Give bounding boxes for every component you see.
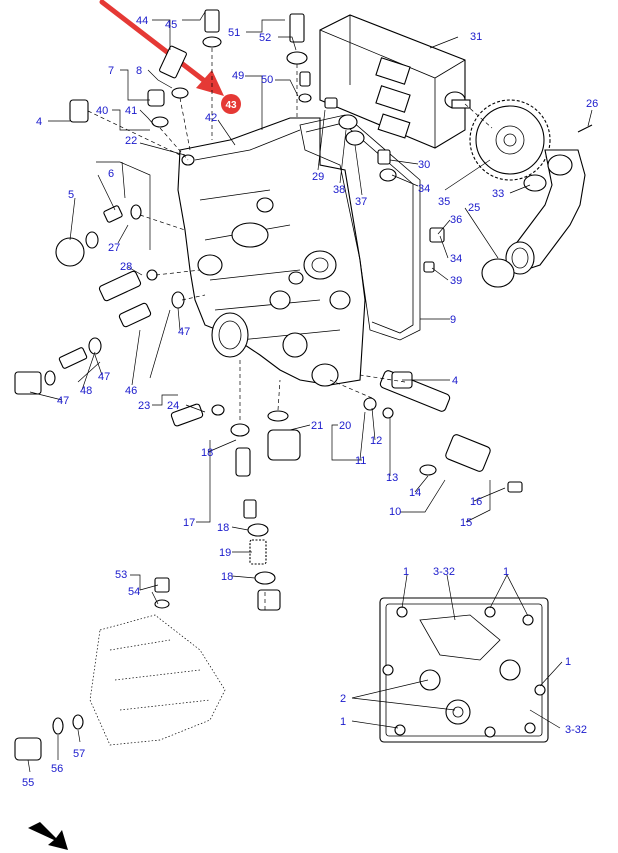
callout-label: 27 <box>108 242 120 254</box>
fittings-lower-center <box>230 410 301 611</box>
callout-label: 1 <box>403 566 409 578</box>
callout-brackets <box>96 161 151 250</box>
callout-label: 25 <box>468 202 480 214</box>
callout-label: 46 <box>125 385 137 397</box>
highlighted-part-marker: 43 <box>221 94 241 114</box>
callout-label: 2 <box>340 693 346 705</box>
callout-label: 30 <box>418 159 430 171</box>
callout-label: 1 <box>503 566 509 578</box>
callout-label: 53 <box>115 569 127 581</box>
callout-label: 9 <box>450 314 456 326</box>
callout-label: 39 <box>450 275 462 287</box>
callout-label: 48 <box>80 385 92 397</box>
callout-label: 24 <box>167 400 179 412</box>
callout-label: 20 <box>339 420 351 432</box>
callout-label: 4 <box>36 116 42 128</box>
callout-label: 26 <box>586 98 598 110</box>
callout-label: 40 <box>96 105 108 117</box>
callout-label: 33 <box>492 188 504 200</box>
callout-label: 18 <box>217 522 229 534</box>
callout-label: 1 <box>340 716 346 728</box>
callout-label: 19 <box>219 547 231 559</box>
callout-label: 38 <box>333 184 345 196</box>
valve-block <box>177 117 366 387</box>
callout-label: 45 <box>165 19 177 31</box>
callout-label: 5 <box>68 189 74 201</box>
gasket-plate <box>299 114 421 341</box>
callout-label: 3-32 <box>565 724 587 736</box>
leader-lines <box>27 11 593 773</box>
callout-label: 42 <box>205 112 217 124</box>
inset-plate-right <box>379 597 549 743</box>
callout-label: 12 <box>370 435 382 447</box>
red-pointer-arrow <box>99 0 224 96</box>
callout-label: 18 <box>201 447 213 459</box>
callout-label: 29 <box>312 171 324 183</box>
callout-label: 52 <box>259 32 271 44</box>
callout-label: 54 <box>128 586 140 598</box>
callout-label: 51 <box>228 27 240 39</box>
callout-label: 7 <box>108 65 114 77</box>
callout-label: 56 <box>51 763 63 775</box>
callout-label: 47 <box>178 326 190 338</box>
elbow-pipe <box>481 149 586 288</box>
assembly-lines <box>87 48 493 610</box>
callout-label: 6 <box>108 168 114 180</box>
callout-label: 10 <box>389 506 401 518</box>
callout-label: 57 <box>73 748 85 760</box>
callout-labels: 44 45 51 52 31 7 8 49 50 26 4 40 41 42 2… <box>22 15 598 789</box>
inset-sketch-left <box>14 577 226 761</box>
callout-label: 14 <box>409 487 421 499</box>
callout-label: 44 <box>136 15 148 27</box>
callout-label: 55 <box>22 777 34 789</box>
direction-arrow <box>28 822 68 850</box>
callout-label: 34 <box>418 183 430 195</box>
callout-label: 4 <box>452 375 458 387</box>
callout-label: 18 <box>221 571 233 583</box>
callout-label: 49 <box>232 70 244 82</box>
callout-label: 23 <box>138 400 150 412</box>
callout-label: 3-32 <box>433 566 455 578</box>
callout-label: 16 <box>470 496 482 508</box>
callout-label: 8 <box>136 65 142 77</box>
callout-label: 47 <box>98 371 110 383</box>
drive-gear <box>469 99 551 181</box>
callout-label: 31 <box>470 31 482 43</box>
callout-label: 47 <box>57 395 69 407</box>
callout-label: 36 <box>450 214 462 226</box>
callout-label: 28 <box>120 261 132 273</box>
callout-label: 35 <box>438 196 450 208</box>
callout-label: 50 <box>261 74 273 86</box>
callout-label: 41 <box>125 105 137 117</box>
callout-label: 13 <box>386 472 398 484</box>
callout-label: 22 <box>125 135 137 147</box>
solenoid-unit <box>319 14 471 149</box>
fittings-left <box>14 204 225 427</box>
highlighted-part-label: 43 <box>225 100 237 111</box>
callout-label: 15 <box>460 517 472 529</box>
callout-label: 37 <box>355 196 367 208</box>
callout-label: 17 <box>183 517 195 529</box>
callout-label: 34 <box>450 253 462 265</box>
callout-label: 1 <box>565 656 571 668</box>
callout-label: 11 <box>355 455 366 467</box>
callout-label: 21 <box>311 420 323 432</box>
